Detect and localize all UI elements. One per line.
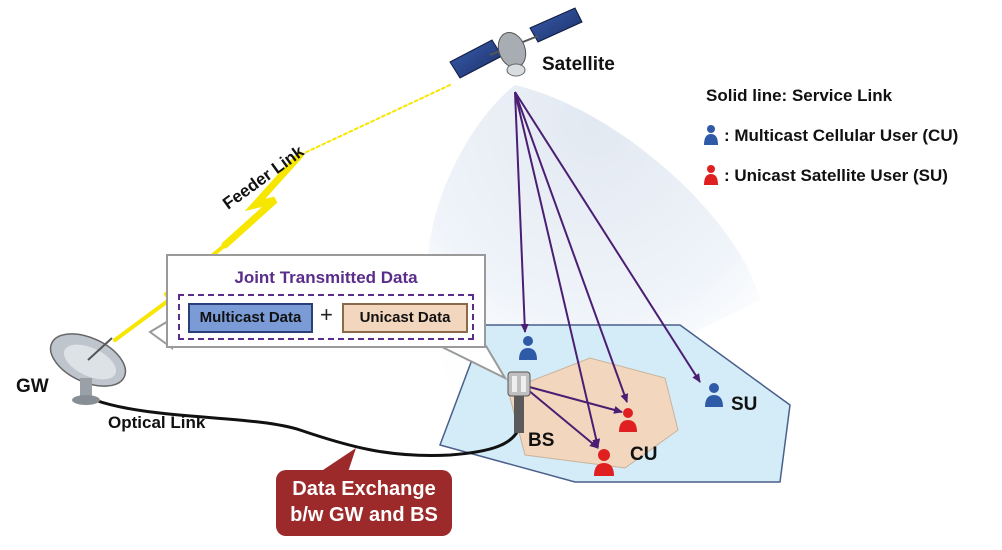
gateway-dish-icon (49, 333, 127, 405)
satellite-icon (449, 7, 583, 79)
callout-title: Joint Transmitted Data (234, 268, 418, 287)
base-station-icon (507, 371, 531, 433)
exchange-pointer (320, 448, 356, 472)
multicast-data-box: Multicast Data (188, 303, 313, 333)
legend-multicast-user-icon (704, 125, 718, 145)
satellite-label: Satellite (542, 54, 615, 75)
exchange-line-1: Data Exchange (292, 478, 436, 500)
plus-sign: + (320, 302, 333, 327)
legend-multicast-text: : Multicast Cellular User (CU) (724, 126, 959, 145)
optical-link-label: Optical Link (108, 413, 206, 432)
optical-link-cable (94, 398, 522, 457)
legend-unicast-user-icon (704, 165, 718, 185)
bs-label: BS (528, 430, 554, 451)
exchange-line-2: b/w GW and BS (290, 504, 438, 526)
unicast-user-icon (594, 449, 614, 476)
joint-data-callout: Joint Transmitted Data Multicast Data + … (166, 254, 486, 348)
legend-title: Solid line: Service Link (706, 86, 893, 105)
service-links (514, 91, 701, 449)
legend-unicast-text: : Unicast Satellite User (SU) (724, 166, 948, 185)
gw-label: GW (16, 376, 49, 397)
unicast-data-box: Unicast Data (342, 303, 468, 333)
callout-data-group: Multicast Data + Unicast Data (178, 294, 474, 340)
cell-coverage-area (507, 357, 679, 469)
multicast-user-icon (705, 383, 723, 407)
unicast-user-icon (619, 408, 637, 432)
multicast-user-icon (519, 336, 537, 360)
cu-label: CU (630, 444, 657, 465)
su-label: SU (731, 394, 757, 415)
data-exchange-box: Data Exchange b/w GW and BS (276, 470, 452, 536)
